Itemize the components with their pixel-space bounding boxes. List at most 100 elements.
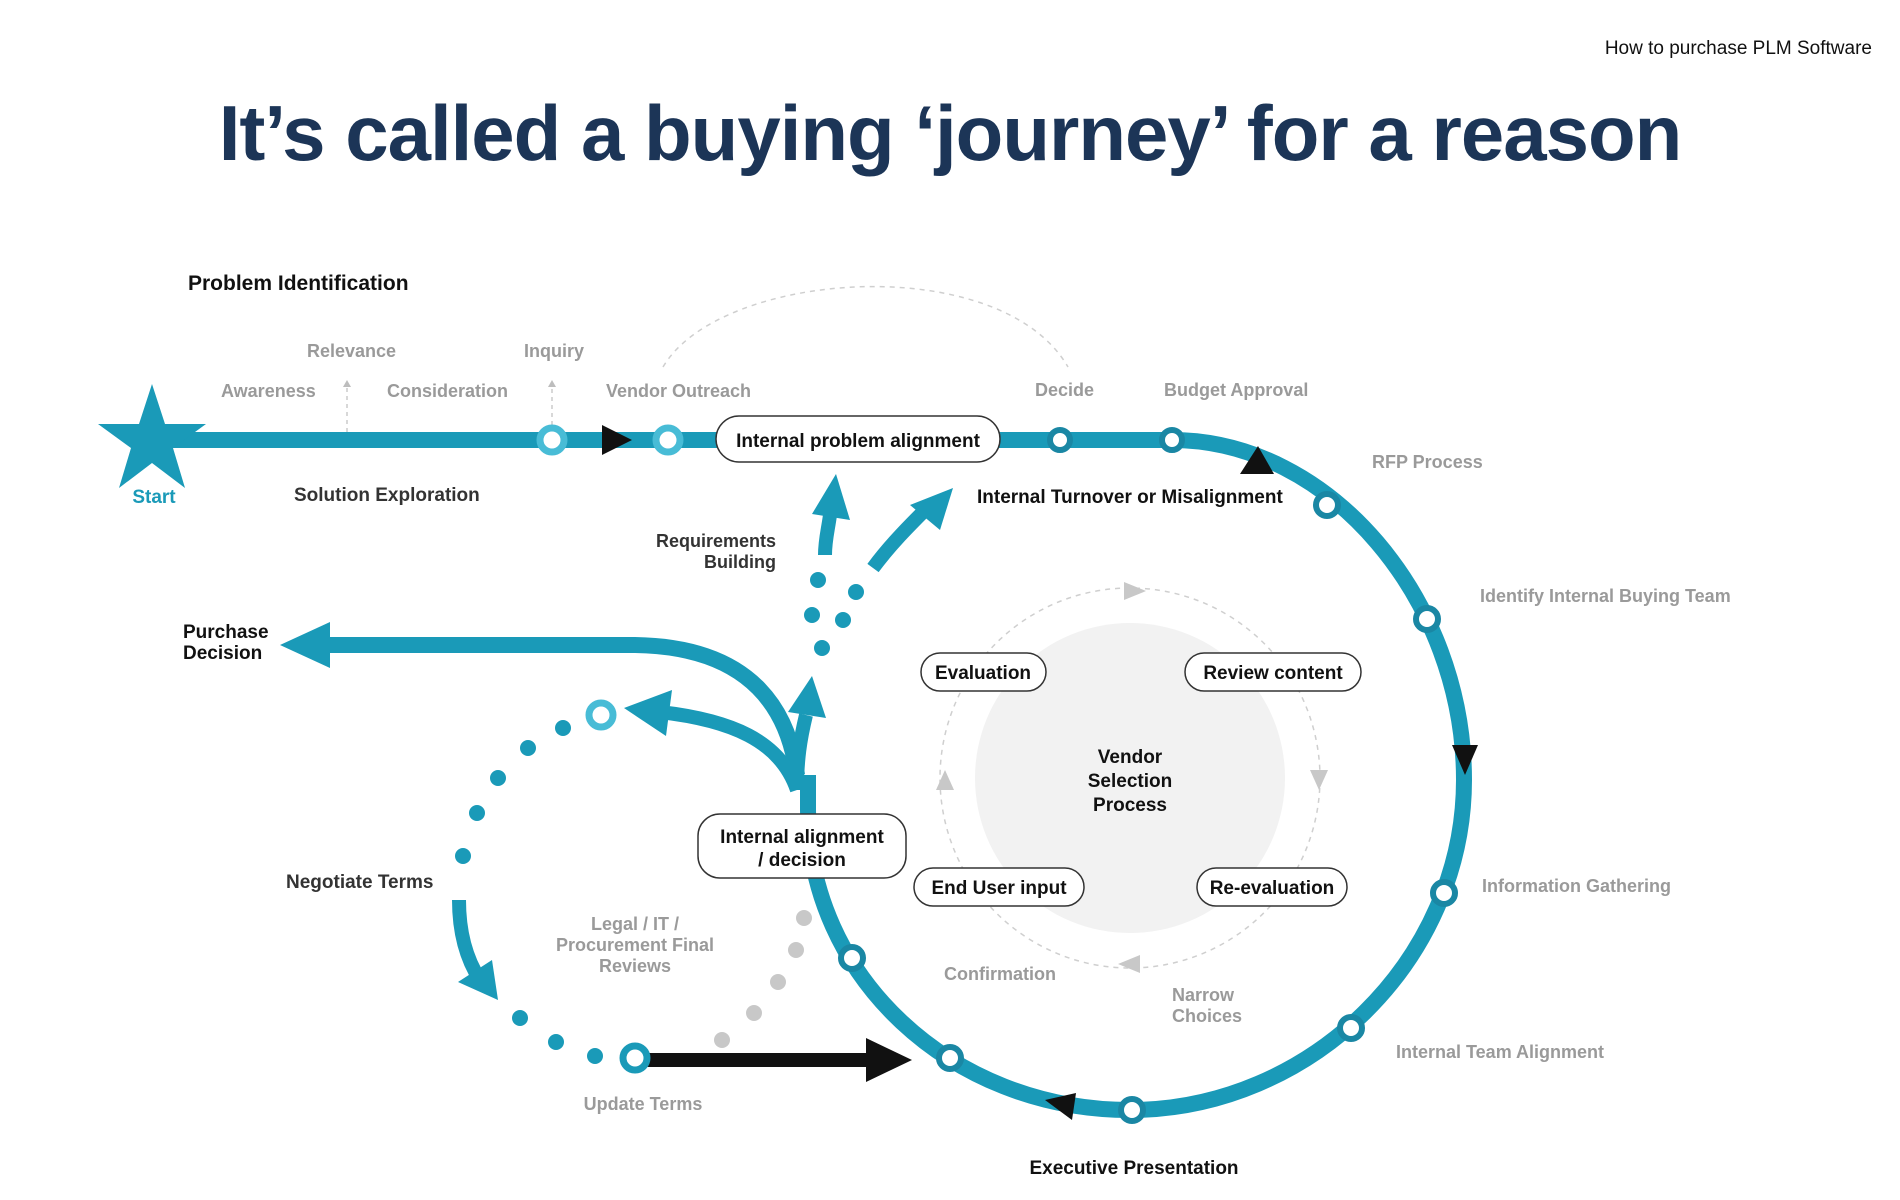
information-gathering-node — [1430, 879, 1458, 907]
executive-presentation-label: Executive Presentation — [1029, 1158, 1238, 1179]
alignment-up-shaft — [790, 713, 813, 791]
evaluation-box — [920, 652, 1047, 692]
flow-arrow-rfp — [1240, 446, 1274, 474]
requirements-dot — [814, 640, 830, 656]
negotiate-curve-arrowhead — [458, 960, 498, 1000]
flow-arrow-main — [602, 425, 632, 455]
legal-node — [838, 944, 866, 972]
vendor-selection-label-2: Selection — [1088, 771, 1172, 792]
narrow-choices-label-2: Choices — [1172, 1006, 1242, 1026]
start-label: Start — [132, 487, 176, 508]
inquiry-label: Inquiry — [524, 341, 584, 361]
negotiate-dot — [469, 805, 485, 821]
vendor-outreach-label: Vendor Outreach — [606, 381, 751, 401]
narrow-choices-label-1: Narrow — [1172, 985, 1235, 1005]
page-title: It’s called a buying ‘journey’ for a rea… — [218, 89, 1683, 177]
confirmation-label: Confirmation — [944, 964, 1056, 984]
ring-arrow-bottom — [1118, 955, 1140, 973]
internal-alignment-label-2: / decision — [758, 850, 846, 871]
legal-dot — [746, 1005, 762, 1021]
identify-team-label: Identify Internal Buying Team — [1480, 586, 1731, 606]
legal-dot — [788, 942, 804, 958]
negotiate-branch-shaft — [659, 705, 804, 793]
ring-arrow-left — [936, 770, 954, 790]
alignment-up-arrowhead — [788, 676, 826, 718]
requirements-dot — [804, 607, 820, 623]
requirements-arrow-left-head — [812, 474, 850, 520]
legal-label-2: Procurement Final — [556, 935, 714, 955]
negotiate-dot — [555, 720, 571, 736]
relevance-label: Relevance — [307, 341, 396, 361]
review-content-label: Review content — [1203, 663, 1343, 684]
relevance-tick-arrow — [343, 380, 351, 387]
requirements-label-2: Building — [704, 552, 776, 572]
start-star-icon — [98, 384, 206, 488]
legal-dot — [770, 974, 786, 990]
purchase-decision-label-2: Decision — [183, 643, 262, 664]
vendor-selection-label-1: Vendor — [1098, 747, 1163, 768]
purchase-arrow-shaft — [320, 637, 805, 777]
inquiry-node — [536, 424, 568, 456]
decide-label: Decide — [1035, 380, 1094, 400]
internal-alignment-label-1: Internal alignment — [720, 827, 884, 848]
legal-label-3: Reviews — [599, 956, 671, 976]
update-terms-node — [619, 1042, 651, 1074]
internal-problem-alignment-box — [715, 415, 1001, 463]
negotiate-curve-shaft — [452, 899, 486, 984]
vendor-outreach-node — [652, 424, 684, 456]
awareness-label: Awareness — [221, 381, 316, 401]
requirements-arrow-right-shaft — [867, 505, 930, 573]
negotiate-dot — [520, 740, 536, 756]
inquiry-tick-arrow — [548, 380, 556, 387]
legal-label-1: Legal / IT / — [591, 914, 679, 934]
update-terms-end-node — [936, 1044, 964, 1072]
document-tag: How to purchase PLM Software — [1604, 38, 1872, 59]
evaluation-label: Evaluation — [935, 663, 1031, 684]
problem-identification-label: Problem Identification — [188, 272, 409, 295]
negotiate-terms-label: Negotiate Terms — [286, 872, 433, 893]
negotiate-dot — [512, 1010, 528, 1026]
update-terms-arrowhead — [866, 1038, 912, 1082]
information-gathering-label: Information Gathering — [1482, 876, 1671, 896]
internal-alignment-box — [697, 813, 907, 879]
requirements-dot — [810, 572, 826, 588]
end-user-input-label: End User input — [931, 878, 1067, 899]
purchase-decision-label-1: Purchase — [183, 622, 269, 643]
negotiate-dot — [455, 848, 471, 864]
vendor-selection-center — [975, 623, 1285, 933]
internal-team-alignment-label: Internal Team Alignment — [1396, 1042, 1604, 1062]
review-content-box — [1184, 652, 1362, 692]
requirements-dot — [848, 584, 864, 600]
internal-team-alignment-node — [1337, 1014, 1365, 1042]
ring-arrow-right — [1310, 770, 1328, 790]
requirements-label-1: Requirements — [656, 531, 776, 551]
purchase-arrowhead — [280, 622, 330, 668]
end-user-input-box — [913, 867, 1085, 907]
legal-dot — [714, 1032, 730, 1048]
negotiate-start-node — [585, 699, 617, 731]
re-evaluation-label: Re-evaluation — [1210, 878, 1335, 899]
negotiate-dot — [548, 1034, 564, 1050]
internal-problem-alignment-label: Internal problem alignment — [736, 431, 981, 452]
budget-approval-label: Budget Approval — [1164, 380, 1308, 400]
identify-team-node — [1413, 605, 1441, 633]
flow-arrow-bottom — [1045, 1093, 1076, 1120]
executive-node — [1118, 1096, 1146, 1124]
ring-arrow-top — [1124, 582, 1146, 600]
vendor-selection-label-3: Process — [1093, 795, 1167, 816]
flow-arrow-right — [1452, 745, 1478, 775]
negotiate-branch-arrowhead — [624, 690, 672, 736]
top-dashed-arc — [662, 285, 1069, 368]
negotiate-dot — [490, 770, 506, 786]
update-terms-label: Update Terms — [584, 1094, 703, 1114]
requirements-dot — [835, 612, 851, 628]
solution-exploration-label: Solution Exploration — [294, 485, 480, 506]
decide-node — [1047, 427, 1073, 453]
consideration-label: Consideration — [387, 381, 508, 401]
re-evaluation-box — [1196, 867, 1348, 907]
rfp-process-label: RFP Process — [1372, 452, 1483, 472]
requirements-arrow-left-shaft — [818, 514, 837, 556]
legal-dot — [796, 910, 812, 926]
